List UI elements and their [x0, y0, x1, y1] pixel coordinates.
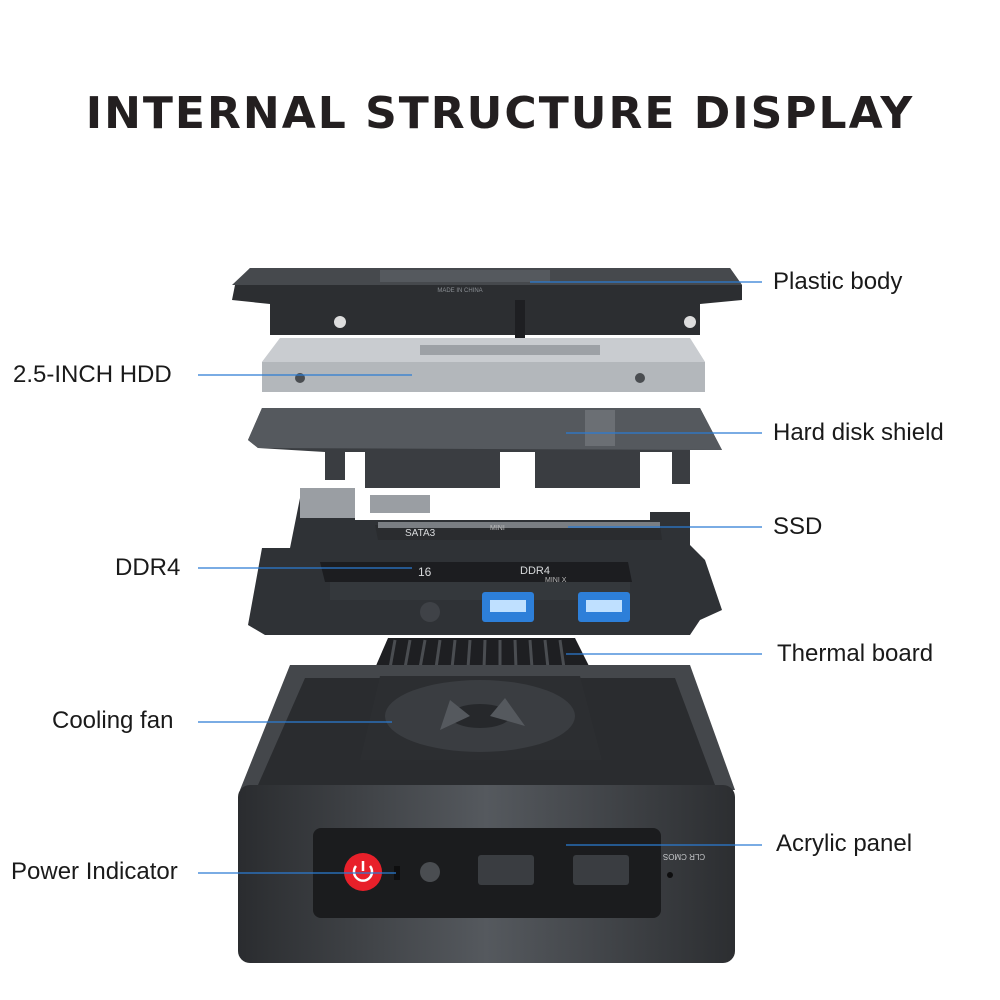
acrylic-panel-part: CLR CMOS: [313, 828, 705, 918]
ssd-sata-text: SATA3: [405, 528, 436, 539]
ddr4-module: 16 DDR4 MINI X: [320, 562, 632, 600]
front-port-left: [478, 855, 534, 885]
label-hdd: 2.5-INCH HDD: [13, 361, 172, 388]
ssd-mini-text: MINI: [490, 525, 505, 532]
audio-jack: [420, 862, 440, 882]
front-port-right: [573, 855, 629, 885]
motherboard-part: SATA3 MINI 16 DDR4 MINI X: [248, 488, 722, 635]
case-chassis: CLR CMOS: [238, 665, 735, 963]
label-cooling-fan: Cooling fan: [52, 707, 174, 734]
ram-capacity-text: 16: [418, 565, 432, 579]
cooling-fan-part: [360, 676, 602, 760]
leader-lines: [198, 281, 762, 874]
ssd-module: SATA3 MINI: [375, 522, 662, 540]
label-ssd: SSD: [773, 513, 823, 540]
power-indicator-led: [394, 866, 400, 880]
hdd-stamp-text: MADE IN CHINA: [437, 288, 482, 294]
label-hard-disk-shield: Hard disk shield: [773, 419, 944, 446]
page-title: INTERNAL STRUCTURE DISPLAY: [85, 88, 915, 139]
hard-disk-shield-part: [248, 408, 722, 488]
ram-form-text: MINI X: [545, 577, 567, 584]
plastic-body-part: MADE IN CHINA: [232, 268, 742, 342]
label-power-indicator: Power Indicator: [11, 858, 178, 885]
label-thermal-board: Thermal board: [777, 640, 934, 667]
clr-cmos-text: CLR CMOS: [663, 852, 705, 861]
label-ddr4: DDR4: [115, 554, 181, 581]
hdd-part: [262, 338, 705, 392]
label-acrylic-panel: Acrylic panel: [776, 830, 913, 857]
ram-type-text: DDR4: [520, 565, 550, 577]
thermal-board-part: [375, 638, 590, 669]
power-button: [344, 853, 382, 891]
label-plastic-body: Plastic body: [773, 268, 903, 295]
